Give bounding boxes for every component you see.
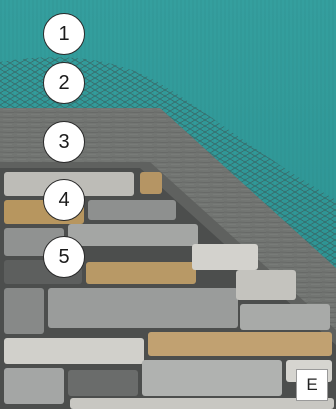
layer-marker-4: 4 bbox=[43, 179, 85, 221]
panel-label: E bbox=[296, 369, 328, 401]
layer-marker-5: 5 bbox=[43, 236, 85, 278]
layer-marker-2: 2 bbox=[43, 62, 85, 104]
layer-marker-1: 1 bbox=[43, 13, 85, 55]
layer-marker-3: 3 bbox=[43, 121, 85, 163]
